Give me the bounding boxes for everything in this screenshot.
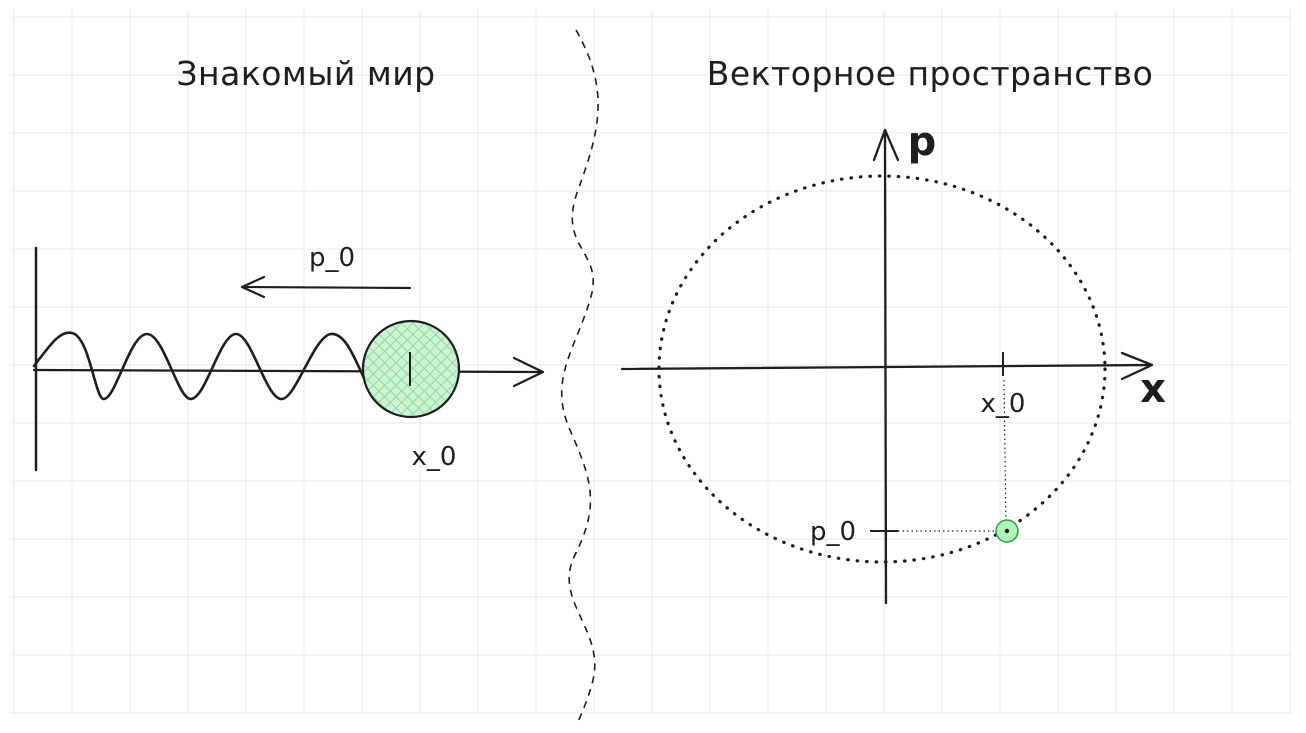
right-panel-title: Векторное пространство [707, 54, 1154, 93]
p0-tick-label: p_0 [810, 517, 856, 547]
x0-tick-label: x_0 [981, 389, 1026, 419]
x-axis-label: x [1140, 366, 1166, 412]
left-panel-title: Знакомый мир [176, 54, 435, 93]
left-panel: Знакомый мир p_0 x_0 [32, 54, 545, 472]
right-panel: Векторное пространство x p x_0 p_0 [620, 54, 1166, 605]
wave-packet [32, 331, 367, 401]
momentum-arrowhead [240, 275, 266, 299]
p-axis-arrowhead [872, 128, 900, 162]
momentum-label: p_0 [309, 243, 355, 273]
momentum-arrow [241, 285, 412, 290]
left-horizontal-axis [32, 368, 544, 374]
position-label: x_0 [412, 442, 457, 472]
left-axis-arrowhead [512, 356, 545, 388]
state-point-center [1004, 528, 1010, 534]
x-axis-arrowhead [1120, 351, 1154, 381]
p-axis-label: p [908, 119, 937, 165]
p-axis [883, 130, 888, 605]
background-grid [10, 10, 1292, 714]
wavy-divider [561, 29, 599, 723]
